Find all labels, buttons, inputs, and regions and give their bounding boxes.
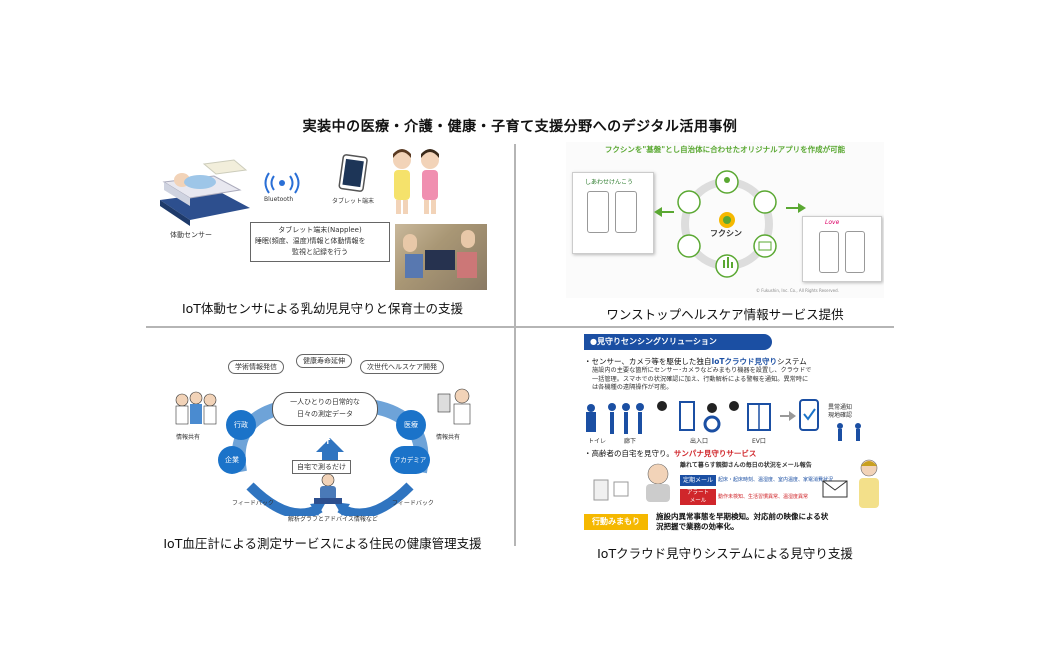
app-card-right: Love [802,216,882,282]
page-title: 実装中の医療・介護・健康・子育て支援分野へのデジタル活用事例 [302,119,738,135]
bullet-1: ・センサー、カメラ等を駆使した独自IoTクラウド見守りシステム [584,356,807,367]
location-toilet: トイレ [588,438,607,445]
mail-envelope-icon [822,480,848,498]
mail-alert-tag: アラート メール [680,489,716,505]
caption-q2: ワンストップヘルスケア情報サービス提供 [606,307,844,322]
arrow-right-icon [786,203,806,213]
iot-badge: IoT [318,438,331,446]
bullet-1-emphasis: IoTクラウド見守り [711,357,777,366]
sensor-label: 体動センサー [170,231,212,239]
mail-regular-text: 起床・起床時刻、温湿度、室内温度、家電消費状況 [718,477,834,483]
center-logo: フクシン [710,229,742,238]
bullet-2-emphasis: サンパナ見守りサービス [673,449,757,458]
feedback-left: フィードバック [232,500,274,507]
caregivers-illustration [393,149,439,214]
box-line-1: タブレット端末(Napplee) [278,226,362,234]
home-measure-text: 自宅で測るだけ [292,460,351,474]
bullet-2-pre: ・高齢者の自宅を見守り。 [584,449,674,458]
center-text-1: 一人ひとりの日常的な [290,398,360,406]
right-item-medical: 医療 [396,410,426,440]
watch-text-2: 況把握で業務の効率化。 [656,522,739,531]
tablet-label: タブレット端末 [332,198,375,205]
info-share-left: 情報共有 [176,434,201,441]
caption-q1: IoT体動センサによる乳幼児見守りと保育士の支援 [181,301,464,316]
mail-alert-text: 動作未検知、生活習慣異常、温湿度異常 [718,494,809,500]
caption-q3: IoT血圧計による測定サービスによる住民の健康管理支援 [163,536,482,551]
alert-label-1: 異常通知 [828,404,853,411]
tablet-icon [338,154,368,192]
top-item-1: 学術情報発信 [228,360,284,374]
desc-line-2: 一括管理。スマホでの状況確認に加え、行動解析による警報を通知。異常時に [592,375,809,383]
service-ring-diagram [677,170,777,278]
info-share-right: 情報共有 [436,434,461,441]
desc-line-1: 施設内の主要な箇所にセンサー･カメラなどみまもり機器を設置し、クラウドで [592,367,812,374]
quadrant-cloud-monitoring: ●見守りセンシングソリューション ・センサー、カメラ等を駆使した独自IoTクラウ… [580,334,890,540]
mail-alert-tag-1: アラート [686,490,709,496]
center-text-2: 日々の測定データ [297,410,353,418]
feedback-right: フィードバック [392,500,434,507]
quadrant-healthcare-service: フクシンを"基盤"とし自治体に合わせたオリジナルアプリを作成が可能 しあわせけん… [566,142,884,298]
bluetooth-icon [264,172,300,194]
left-item-company: 企業 [218,446,246,474]
app-right-label: Love [825,219,840,226]
elderly-person-illustration [593,463,670,502]
box-line-3: 監視と記録を行う [292,248,348,256]
top-item-2: 健康寿命延伸 [296,354,352,368]
vertical-divider [514,144,516,546]
doctor-illustration-right [437,388,471,425]
sensor-mat-illustration [160,159,250,226]
remote-note: 離れて暮らす親御さんの毎日の状況をメール報告 [680,462,812,469]
bluetooth-label: Bluetooth [264,196,294,203]
classroom-photo [395,224,487,290]
bottom-note: 解析グラフとアドバイス情報など [288,516,378,523]
staff-illustration-left [175,391,217,425]
resident-measuring-illustration [314,473,342,504]
facility-icons-row [586,399,819,434]
arrow-left-icon [654,207,674,217]
watch-tag: 行動みまもり [584,514,648,530]
q4-header: ●見守りセンシングソリューション [584,334,772,350]
caption-q4: IoTクラウド見守りシステムによる見守り支援 [597,546,853,561]
quadrant-blood-pressure: 学術情報発信 健康寿命延伸 次世代ヘルスケア開発 一人ひとりの日常的な 日々の測… [160,348,490,528]
staff-response-icon [837,423,861,441]
mail-regular-tag: 定期メール [680,475,716,486]
horizontal-divider [146,326,894,328]
q2-footer-note: © Fukushin, Inc. Co., All Rights Reserve… [756,288,839,293]
app-card-left: しあわせけんこう [572,172,654,254]
left-item-gov: 行政 [226,410,256,440]
bullet-1-description: 施設内の主要な箇所にセンサー･カメラなどみまもり機器を設置し、クラウドで 一括管… [592,367,811,393]
location-ev: EV口 [752,438,766,445]
center-data-bubble: 一人ひとりの日常的な 日々の測定データ [272,392,378,426]
bullet-2: ・高齢者の自宅を見守り。サンパナ見守りサービス [584,448,756,459]
location-hallway: 廊下 [624,438,637,445]
top-item-3: 次世代ヘルスケア開発 [360,360,444,374]
tablet-description-box: タブレット端末(Napplee) 睡眠(頻度、温度)情報と体動情報を 監視と記録… [250,222,390,262]
app-left-label: しあわせけんこう [585,179,634,186]
box-line-2: 睡眠(頻度、温度)情報と体動情報を [255,237,366,245]
quadrant-infant-monitoring: 体動センサー Bluetooth タブレット端末 タブレット端末(Napplee… [150,146,495,296]
family-member-illustration [859,459,879,508]
mail-alert-tag-2: メール [689,498,707,504]
bullet-1-post: システム [777,357,807,366]
bullet-1-pre: ・センサー、カメラ等を駆使した独自 [584,357,712,366]
q2-header: フクシンを"基盤"とし自治体に合わせたオリジナルアプリを作成が可能 [604,145,846,154]
alert-label-2: 現地確認 [828,412,853,419]
right-item-academia: アカデミア [390,446,430,474]
watch-text: 施設内異常事態を早期検知。対応前の映像による状 況把握で業務の効率化。 [656,512,828,532]
desc-line-3: は各機種の遠隔操作が可能。 [592,384,673,391]
alert-flow: 異常通知 現地確認 [828,404,852,420]
watch-text-1: 施設内異常事態を早期検知。対応前の映像による状 [656,512,829,521]
location-entrance: 出入口 [690,438,709,445]
